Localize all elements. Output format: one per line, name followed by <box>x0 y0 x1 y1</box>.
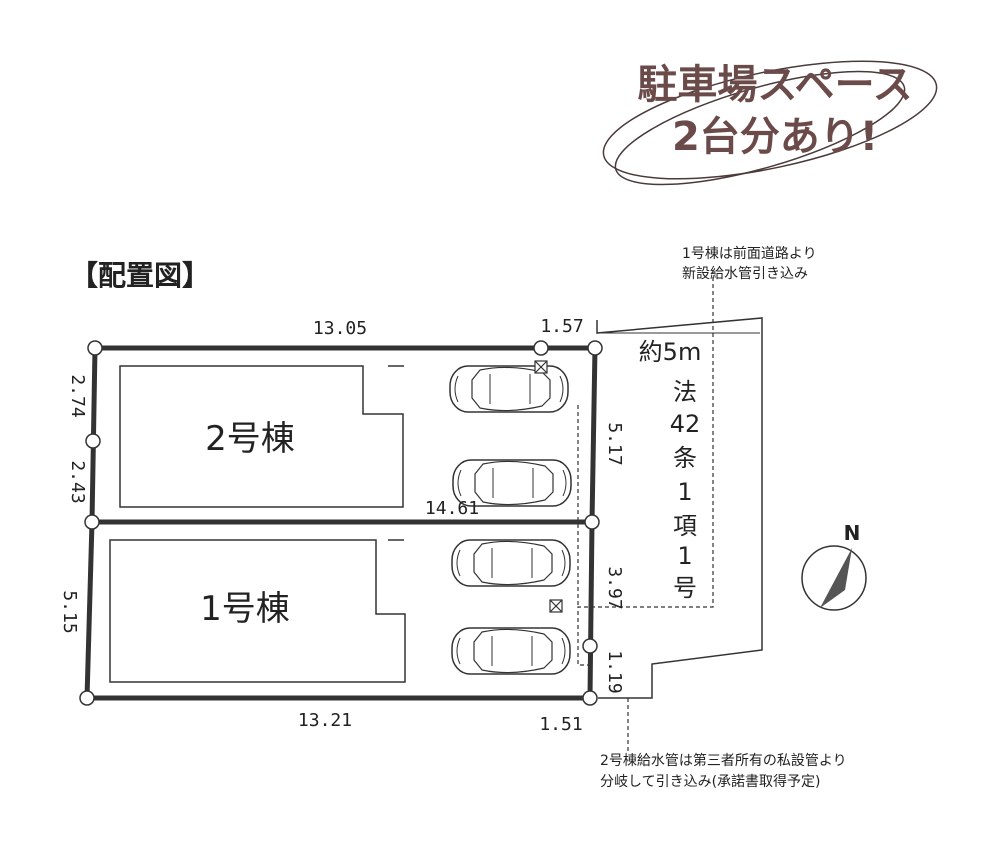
note-top-right-line2: 新設給水管引き込み <box>682 266 808 282</box>
road-designation-vertical: 法 42 条 1 項 1 号 <box>670 378 701 602</box>
parking-car-1 <box>449 365 569 413</box>
headline-line2: 2台分あり! <box>672 114 878 160</box>
parking-car-3 <box>451 539 571 587</box>
water-pipe-dashed-lines <box>577 270 714 752</box>
dim-right-bottom: 1.19 <box>604 650 625 693</box>
road-designation-char-5: 1 <box>677 542 692 570</box>
building-2-label: 2号棟 <box>205 419 295 459</box>
front-road-outline <box>596 317 763 699</box>
note-bottom-line1: 2号棟給水管は第三者所有の私設管より <box>600 752 847 769</box>
road-width-label: 約5m <box>639 338 702 366</box>
note-bottom-line2: 分岐して引き込み(承諾書取得予定) <box>600 773 821 790</box>
compass-north-label: N <box>844 521 861 545</box>
parking-car-4 <box>451 627 571 675</box>
building-1-label: 1号棟 <box>200 589 290 629</box>
headline-line1: 駐車場スペース <box>637 62 912 108</box>
dim-bottom-right: 1.51 <box>539 714 582 735</box>
dim-bottom-main: 13.21 <box>298 710 352 731</box>
dim-left-upper: 2.74 <box>67 374 88 417</box>
road-designation-char-3: 1 <box>677 478 692 506</box>
road-designation-char-4: 項 <box>673 512 697 540</box>
section-title: 【配置図】 <box>70 259 210 292</box>
dim-top-right: 1.57 <box>540 316 583 337</box>
note-top-right-line1: 1号棟は前面道路より <box>682 245 817 262</box>
dim-left-middle: 2.43 <box>67 460 88 503</box>
dim-top-main: 13.05 <box>313 318 367 339</box>
headline-swirl-decoration <box>602 60 938 186</box>
road-designation-char-0: 法 <box>673 378 697 406</box>
dim-left-lower: 5.15 <box>59 590 80 633</box>
dim-middle-line: 14.61 <box>425 498 479 519</box>
north-compass-icon: N <box>801 521 867 611</box>
road-designation-char-2: 条 <box>673 444 697 472</box>
water-meter-boxes <box>534 360 563 613</box>
dim-right-lower: 3.97 <box>604 566 625 609</box>
road-designation-char-1: 42 <box>670 410 701 438</box>
road-designation-char-6: 号 <box>673 574 697 602</box>
boundary-markers <box>79 340 603 706</box>
dim-right-upper: 5.17 <box>604 422 625 465</box>
building-footprints <box>109 365 406 683</box>
